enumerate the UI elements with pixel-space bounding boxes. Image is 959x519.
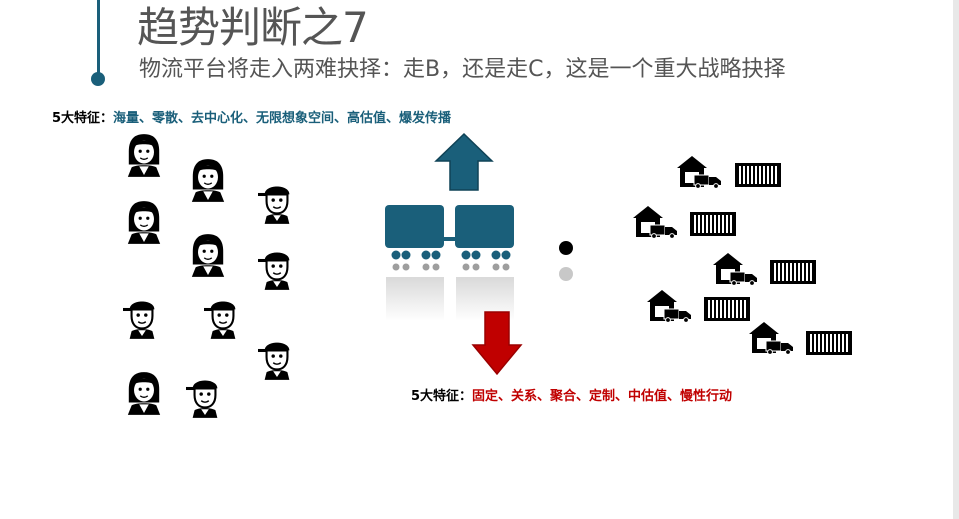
woman-person-icon (125, 133, 163, 177)
woman-person-icon (189, 233, 227, 277)
features-bottom-text: 固定、关系、聚合、定制、中估值、慢性行动 (472, 389, 733, 404)
shipping-container-icon (806, 331, 852, 355)
features-bottom: 5大特征：固定、关系、聚合、定制、中估值、慢性行动 (411, 388, 732, 406)
features-top: 5大特征：海量、零散、去中心化、无限想象空间、高估值、爆发传播 (52, 110, 451, 128)
accent-line (97, 0, 100, 78)
down-arrow-icon (471, 311, 523, 376)
freight-train-icon (385, 205, 514, 321)
up-arrow-icon (434, 132, 494, 191)
features-top-text: 海量、零散、去中心化、无限想象空间、高估值、爆发传播 (113, 111, 452, 126)
page-subtitle: 物流平台将走入两难抉择：走B，还是走C，这是一个重大战略抉择 (139, 57, 786, 82)
man-cap-person-icon (186, 374, 224, 418)
colon-dots (559, 241, 573, 281)
man-cap-person-icon (258, 180, 296, 224)
accent-dot (91, 72, 105, 86)
warehouse-truck-icon (748, 320, 794, 354)
man-cap-person-icon (123, 295, 161, 339)
warehouse-truck-icon (632, 204, 678, 238)
man-cap-person-icon (204, 295, 242, 339)
features-top-label: 5大特征： (52, 111, 114, 126)
shipping-container-icon (770, 260, 816, 284)
slide-edge (953, 0, 959, 519)
warehouse-truck-icon (712, 251, 758, 285)
man-cap-person-icon (258, 336, 296, 380)
man-cap-person-icon (258, 246, 296, 290)
shipping-container-icon (704, 297, 750, 321)
warehouse-truck-icon (676, 154, 722, 188)
shipping-container-icon (690, 212, 736, 236)
woman-person-icon (125, 200, 163, 244)
shipping-container-icon (735, 163, 781, 187)
woman-person-icon (125, 371, 163, 415)
page-title: 趋势判断之7 (137, 3, 369, 52)
features-bottom-label: 5大特征： (411, 389, 473, 404)
warehouse-truck-icon (646, 288, 692, 322)
woman-person-icon (189, 158, 227, 202)
